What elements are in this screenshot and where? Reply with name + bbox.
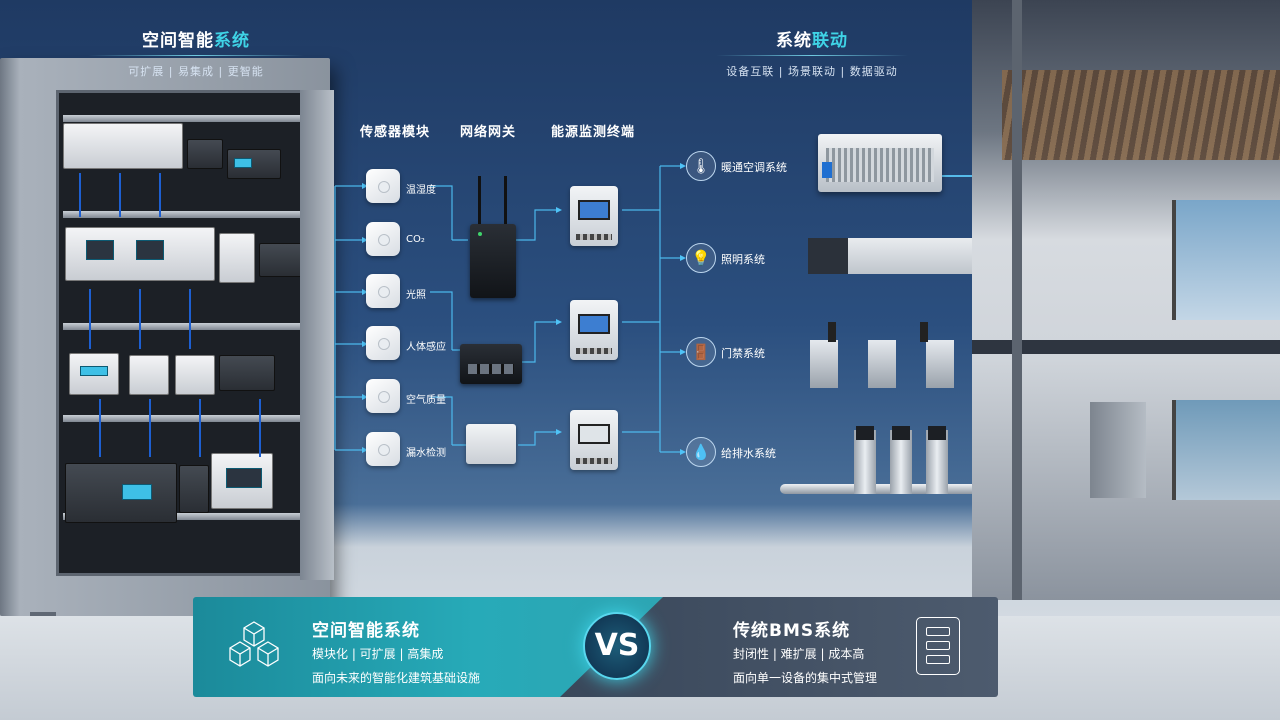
sensor-temperature-humidity	[366, 169, 400, 203]
left-header: 空间智能系统 可扩展 | 易集成 | 更智能	[88, 26, 304, 79]
compare-right-description: 面向单一设备的集中式管理	[733, 671, 878, 685]
compare-left-title: 空间智能系统	[312, 621, 420, 641]
left-header-subtitle: 可扩展 | 易集成 | 更智能	[128, 65, 264, 78]
wireless-gateway-device	[470, 176, 516, 298]
system-label-access: 门禁系统	[721, 347, 765, 360]
system-label-water: 给排水系统	[721, 447, 776, 460]
hvac-unit-illustration	[818, 134, 942, 192]
column-title-energy: 能源监测终端	[551, 125, 636, 140]
server-icon	[916, 617, 960, 675]
sensor-label: 空气质量	[406, 395, 446, 406]
bulb-icon: 💡	[686, 243, 716, 273]
network-switch-device	[460, 344, 522, 384]
sensor-label: 人体感应	[406, 342, 446, 353]
compare-left-features: 模块化 | 可扩展 | 高集成	[312, 647, 444, 661]
cabinet-interior	[56, 90, 326, 576]
column-title-sensors: 传感器模块	[360, 125, 431, 140]
system-label-hvac: 暖通空调系统	[721, 161, 787, 174]
sensor-motion	[366, 326, 400, 360]
energy-meter-3	[570, 410, 618, 470]
water-pump-illustration	[780, 426, 1020, 510]
io-gateway-device	[466, 424, 516, 464]
cabinet-door	[300, 90, 334, 580]
sensor-co2	[366, 222, 400, 256]
right-header: 系统联动 设备互联 | 场景联动 | 数据驱动	[716, 26, 908, 79]
sensor-label: 温湿度	[406, 185, 436, 196]
compare-right-title: 传统BMS系统	[733, 621, 851, 641]
cubes-icon	[229, 621, 279, 667]
column-title-gateway: 网络网关	[460, 125, 517, 140]
sensor-label: CO₂	[406, 234, 425, 245]
sensor-label: 光照	[406, 290, 426, 301]
compare-left-description: 面向未来的智能化建筑基础设施	[312, 671, 481, 685]
door-icon: 🚪	[686, 337, 716, 367]
system-label-lighting: 照明系统	[721, 253, 765, 266]
thermometer-icon: 🌡	[686, 151, 716, 181]
energy-meter-2	[570, 300, 618, 360]
sensor-leak	[366, 432, 400, 466]
compare-right-features: 封闭性 | 难扩展 | 成本高	[733, 647, 865, 661]
building-interior-illustration	[972, 0, 1280, 600]
right-header-subtitle: 设备互联 | 场景联动 | 数据驱动	[726, 65, 898, 78]
vs-badge: VS	[583, 612, 651, 680]
lighting-panel-illustration	[808, 238, 994, 274]
sensor-light	[366, 274, 400, 308]
turnstile-illustration	[810, 322, 960, 388]
water-drop-icon: 💧	[686, 437, 716, 467]
sensor-label: 漏水检测	[406, 448, 446, 459]
right-header-title: 系统联动	[776, 31, 848, 51]
left-header-title: 空间智能系统	[142, 31, 250, 51]
sensor-air-quality	[366, 379, 400, 413]
energy-meter-1	[570, 186, 618, 246]
